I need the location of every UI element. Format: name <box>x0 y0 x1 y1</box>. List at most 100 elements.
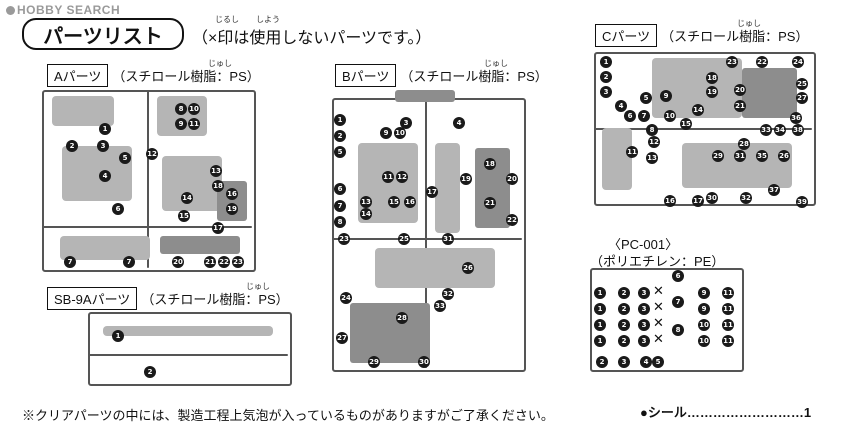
num-b-28: 28 <box>396 312 408 324</box>
num-a-23: 23 <box>232 256 244 268</box>
sprue-pc-frame <box>590 268 744 372</box>
num-pc-5: 5 <box>652 356 664 368</box>
part-a-bar <box>160 236 240 254</box>
ruby-jirushi: じるし <box>215 15 239 24</box>
num-c-31: 31 <box>734 150 746 162</box>
num-c-17: 17 <box>692 195 704 207</box>
part-b-weapon <box>435 143 460 233</box>
part-a-head <box>157 96 207 136</box>
watermark-logo: HOBBY SEARCH <box>6 3 120 17</box>
num-pc-11c: 11 <box>722 319 734 331</box>
num-a-7b: 7 <box>123 256 135 268</box>
num-a-11: 11 <box>188 118 200 130</box>
num-b-11: 11 <box>382 171 394 183</box>
part-c-shoulder <box>742 68 797 118</box>
num-pc-11d: 11 <box>722 335 734 347</box>
num-b-24: 24 <box>340 292 352 304</box>
num-c-18: 18 <box>706 72 718 84</box>
num-b-4: 4 <box>453 117 465 129</box>
sprue-sb-frame <box>88 312 292 386</box>
num-c-13: 13 <box>646 152 658 164</box>
sprue-a-divider <box>147 90 149 268</box>
section-sb-ruby: じゅし <box>246 282 270 291</box>
section-c-name: Cパーツ <box>595 24 658 47</box>
num-a-13: 13 <box>210 165 222 177</box>
num-c-39: 39 <box>796 196 808 208</box>
sprue-a-runner <box>42 226 252 228</box>
num-c-12: 12 <box>648 136 660 148</box>
sprue-c <box>592 48 817 208</box>
num-pc-4: 4 <box>640 356 652 368</box>
num-pc-3a: 3 <box>638 287 650 299</box>
num-pc-6: 6 <box>672 270 684 282</box>
num-c-2: 2 <box>600 71 612 83</box>
unused-x-4: ✕ <box>653 332 664 347</box>
num-b-3: 3 <box>400 117 412 129</box>
num-pc-2e: 2 <box>596 356 608 368</box>
num-c-5: 5 <box>640 92 652 104</box>
sprue-a-frame <box>42 90 256 272</box>
num-b-17: 17 <box>426 186 438 198</box>
num-a-6: 6 <box>112 203 124 215</box>
num-sb-2: 2 <box>144 366 156 378</box>
num-b-30: 30 <box>418 356 430 368</box>
num-pc-1b: 1 <box>594 303 606 315</box>
num-pc-3b: 3 <box>638 303 650 315</box>
num-b-25: 25 <box>398 233 410 245</box>
num-c-30: 30 <box>706 192 718 204</box>
num-c-29: 29 <box>712 150 724 162</box>
num-c-3: 3 <box>600 86 612 98</box>
num-a-14: 14 <box>181 192 193 204</box>
num-pc-2a: 2 <box>618 287 630 299</box>
num-c-16: 16 <box>664 195 676 207</box>
num-a-22: 22 <box>218 256 230 268</box>
section-a-material: （スチロール樹脂：PS） <box>112 69 260 84</box>
num-c-27: 27 <box>796 92 808 104</box>
section-b-name: Bパーツ <box>335 64 397 87</box>
section-a-header: Aパーツ （スチロール樹脂：PS） <box>47 64 260 87</box>
num-b-16: 16 <box>404 196 416 208</box>
num-c-8: 8 <box>646 124 658 136</box>
num-c-37: 37 <box>768 184 780 196</box>
num-pc-1c: 1 <box>594 319 606 331</box>
section-a-name: Aパーツ <box>47 64 109 87</box>
num-sb-1: 1 <box>112 330 124 342</box>
num-b-23: 23 <box>338 233 350 245</box>
sprue-c-runner <box>594 128 812 130</box>
title-note: （×印は使用しないパーツです。） <box>192 30 432 47</box>
num-pc-2d: 2 <box>618 335 630 347</box>
num-c-34: 34 <box>774 124 786 136</box>
num-b-18: 18 <box>484 158 496 170</box>
num-c-6: 6 <box>624 110 636 122</box>
section-sb-name: SB-9Aパーツ <box>47 287 138 310</box>
num-a-19: 19 <box>226 203 238 215</box>
num-c-26: 26 <box>778 150 790 162</box>
num-a-16: 16 <box>226 188 238 200</box>
num-b-22: 22 <box>506 214 518 226</box>
num-pc-2b: 2 <box>618 303 630 315</box>
section-sb-header: SB-9Aパーツ （スチロール樹脂：PS） <box>47 287 289 310</box>
unused-x-3: ✕ <box>653 316 664 331</box>
logo-dot-icon <box>6 6 15 15</box>
sprue-a <box>42 86 257 276</box>
section-b-material: （スチロール樹脂：PS） <box>400 69 548 84</box>
footer-note: ※クリアパーツの中には、製造工程上気泡が入っているものがありますがご了承ください… <box>22 408 554 423</box>
page-title: パーツリスト <box>22 18 184 50</box>
part-a-shield <box>52 96 114 126</box>
section-b-ruby: じゅし <box>484 59 508 68</box>
section-c-header: Cパーツ （スチロール樹脂：PS） <box>595 24 808 47</box>
num-a-5: 5 <box>119 152 131 164</box>
num-pc-1a: 1 <box>594 287 606 299</box>
num-c-25: 25 <box>796 78 808 90</box>
num-c-28: 28 <box>738 138 750 150</box>
num-b-7: 7 <box>334 200 346 212</box>
num-b-6: 6 <box>334 183 346 195</box>
num-c-10: 10 <box>664 110 676 122</box>
part-b-foot <box>350 303 430 363</box>
num-pc-9b: 9 <box>698 303 710 315</box>
ruby-shiyou: しよう <box>256 15 280 24</box>
part-c-backpack <box>602 128 632 190</box>
section-c-material: （スチロール樹脂：PS） <box>661 29 809 44</box>
num-b-2: 2 <box>334 130 346 142</box>
num-b-20: 20 <box>506 173 518 185</box>
